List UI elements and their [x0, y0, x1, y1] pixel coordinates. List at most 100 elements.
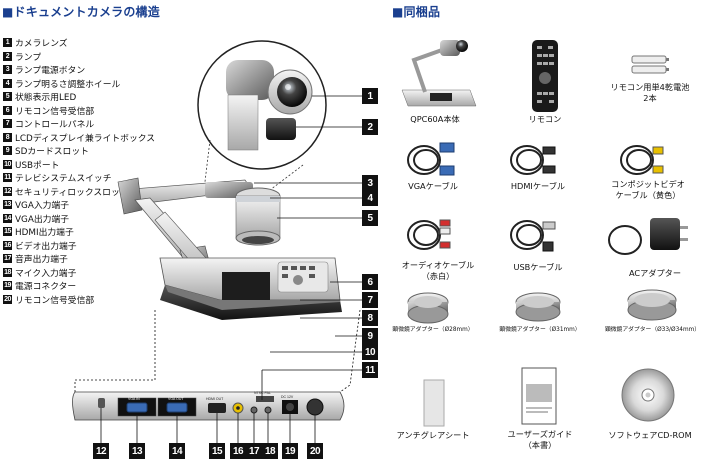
content-label: ACアダプター [628, 268, 682, 278]
remote-image [532, 40, 558, 112]
content-adapter-33: 顕微鏡アダプター（Ø33/Ø34mm） [595, 325, 705, 336]
content-label: リモコン用単4乾電池 2本 [610, 82, 690, 103]
adapter-28-image [407, 292, 449, 324]
content-label: コンポジットビデオ ケーブル（黄色） [611, 179, 685, 200]
back-label-vga-out: VGA OUT [168, 397, 184, 401]
content-main-unit: QPC60A本体 [385, 114, 485, 125]
part-number-badge: 5 [3, 92, 12, 102]
ac-adapter-image [608, 218, 688, 255]
software-cd-image [621, 368, 675, 422]
part-label: 電源コネクター [15, 282, 77, 293]
part-number-badge: 7 [3, 119, 12, 129]
content-software-cd: ソフトウェアCD-ROM [600, 430, 700, 441]
part-number-badge: 13 [3, 200, 12, 210]
marker-2: 2 [362, 119, 378, 135]
user-guide-image [521, 367, 557, 425]
marker-17: 17 [246, 443, 262, 459]
marker-12: 12 [93, 443, 109, 459]
marker-6: 6 [362, 274, 378, 290]
content-label: 顕微鏡アダプター（Ø31mm） [499, 327, 581, 333]
part-number-badge: 14 [3, 213, 12, 223]
content-audio-cable: オーディオケーブル （赤白） [388, 260, 488, 282]
content-label: オーディオケーブル （赤白） [401, 260, 475, 281]
back-label-ntsc: NTSC PAL [254, 391, 271, 395]
part-number-badge: 10 [3, 159, 12, 169]
part-number-badge: 6 [3, 105, 12, 115]
marker-11: 11 [362, 362, 378, 378]
content-label: 顕微鏡アダプター（Ø28mm） [392, 327, 474, 333]
part-label: ランプ [15, 52, 42, 63]
content-guide: ユーザーズガイド （本書） [490, 429, 590, 451]
back-label-dc: DC 12V [281, 395, 294, 399]
adapter-33-image [627, 289, 677, 321]
content-battery: リモコン用単4乾電池 2本 [600, 82, 700, 104]
marker-10: 10 [362, 344, 378, 360]
part-number-badge: 2 [3, 51, 12, 61]
part-label: 状態表示用LED [15, 93, 77, 104]
part-label: ランプ明るさ調整ホイール [15, 79, 121, 90]
part-label: マイク入力端子 [15, 268, 77, 279]
content-hdmi-cable: HDMIケーブル [488, 181, 588, 192]
contents-section-title: ■同梱品 [392, 5, 441, 19]
marker-20: 20 [307, 443, 323, 459]
part-label: コントロールパネル [15, 120, 95, 131]
usb-cable-image [510, 220, 556, 252]
part-number-badge: 16 [3, 240, 12, 250]
part-label: HDMI出力端子 [15, 228, 74, 239]
part-number-badge: 4 [3, 78, 12, 88]
audio-cable-image [407, 219, 451, 250]
back-panel: VGA IN VGA OUT HDMI OUT NTSC PAL DC 12V [72, 391, 345, 421]
part-number-badge: 8 [3, 132, 12, 142]
composite-cable-image [620, 145, 664, 175]
marker-15: 15 [209, 443, 225, 459]
content-composite-cable: コンポジットビデオ ケーブル（黄色） [598, 179, 698, 201]
camera-head [205, 182, 281, 246]
part-label: VGA入力端子 [15, 201, 70, 212]
marker-18: 18 [262, 443, 278, 459]
content-label: HDMIケーブル [510, 181, 566, 191]
part-label: VGA出力端子 [15, 214, 70, 225]
marker-1: 1 [362, 88, 378, 104]
part-label: リモコン信号受信部 [15, 106, 95, 117]
marker-7: 7 [362, 292, 378, 308]
adapter-31-image [515, 292, 561, 322]
content-label: VGAケーブル [408, 181, 458, 191]
content-antiglare: アンチグレアシート [383, 430, 483, 441]
callout-lines [74, 95, 362, 443]
part-number-badge: 15 [3, 227, 12, 237]
marker-13: 13 [129, 443, 145, 459]
content-remote: リモコン [495, 114, 595, 125]
content-label: アンチグレアシート [396, 430, 470, 440]
marker-5: 5 [362, 210, 378, 226]
content-ac-adapter: ACアダプター [605, 268, 705, 279]
part-label: LCDディスプレイ兼ライトボックス [15, 133, 156, 144]
content-adapter-28: 顕微鏡アダプター（Ø28mm） [378, 325, 488, 336]
structure-section-title: ■ドキュメントカメラの構造 [2, 5, 160, 19]
marker-4: 4 [362, 190, 378, 206]
part-number-badge: 11 [3, 173, 12, 183]
content-label: USBケーブル [513, 262, 563, 272]
content-adapter-31: 顕微鏡アダプター（Ø31mm） [485, 325, 595, 336]
part-number-badge: 19 [3, 281, 12, 291]
main-unit-image [401, 40, 477, 107]
content-label: ユーザーズガイド （本書） [507, 429, 573, 450]
part-number-badge: 18 [3, 267, 12, 277]
part-label: ランプ電源ボタン [15, 66, 86, 77]
marker-8: 8 [362, 310, 378, 326]
part-label: テレビシステムスイッチ [15, 174, 112, 185]
part-label: セキュリティロックスロット [15, 187, 129, 198]
marker-3: 3 [362, 175, 378, 191]
